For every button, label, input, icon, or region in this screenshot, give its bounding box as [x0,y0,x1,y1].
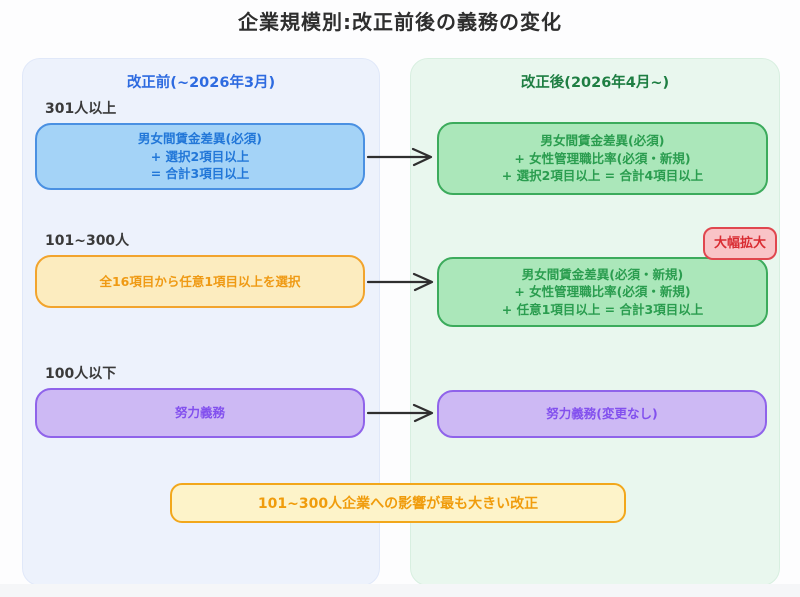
node-before-101-300: 全16項目から任意1項目以上を選択 [35,255,365,308]
node-line: + 選択2項目以上 [150,148,250,164]
major-expansion-badge: 大幅拡大 [703,227,778,260]
node-line: 努力義務 [174,405,225,421]
node-before-301: 男女間賃金差異(必須) + 選択2項目以上 = 合計3項目以上 [35,123,365,190]
node-line: 男女間賃金差異(必須) [540,133,665,149]
node-line: 男女間賃金差異(必須) [138,131,262,147]
node-line: 努力義務(変更なし) [546,406,658,422]
after-panel-header: 改正後(2026年4月~) [520,75,670,91]
node-after-100: 努力義務(変更なし) [437,390,767,438]
node-after-101-300: 男女間賃金差異(必須・新規) + 女性管理職比率(必須・新規) + 任意1項目以… [437,257,768,327]
node-line: + 任意1項目以上 = 合計3項目以上 [501,301,704,317]
label-101-300: 101~300人 [45,233,130,249]
node-line: + 選択2項目以上 = 合計4項目以上 [501,168,704,184]
label-301-plus: 301人以上 [45,101,117,117]
label-100-under: 100人以下 [45,366,117,382]
impact-footnote: 101~300人企業への影響が最も大きい改正 [170,483,626,523]
node-line: 男女間賃金差異(必須・新規) [521,266,684,282]
node-line: + 女性管理職比率(必須・新規) [514,284,691,300]
before-panel-header: 改正前(~2026年3月) [126,75,276,91]
node-line: + 女性管理職比率(必須・新規) [514,150,691,166]
page-bottom-strip [0,584,800,597]
node-after-301: 男女間賃金差異(必須) + 女性管理職比率(必須・新規) + 選択2項目以上 =… [437,122,768,195]
node-line: = 合計3項目以上 [150,166,250,182]
node-line: 全16項目から任意1項目以上を選択 [99,273,301,289]
node-before-100: 努力義務 [35,388,365,438]
page-title: 企業規模別:改正前後の義務の変化 [238,10,562,34]
